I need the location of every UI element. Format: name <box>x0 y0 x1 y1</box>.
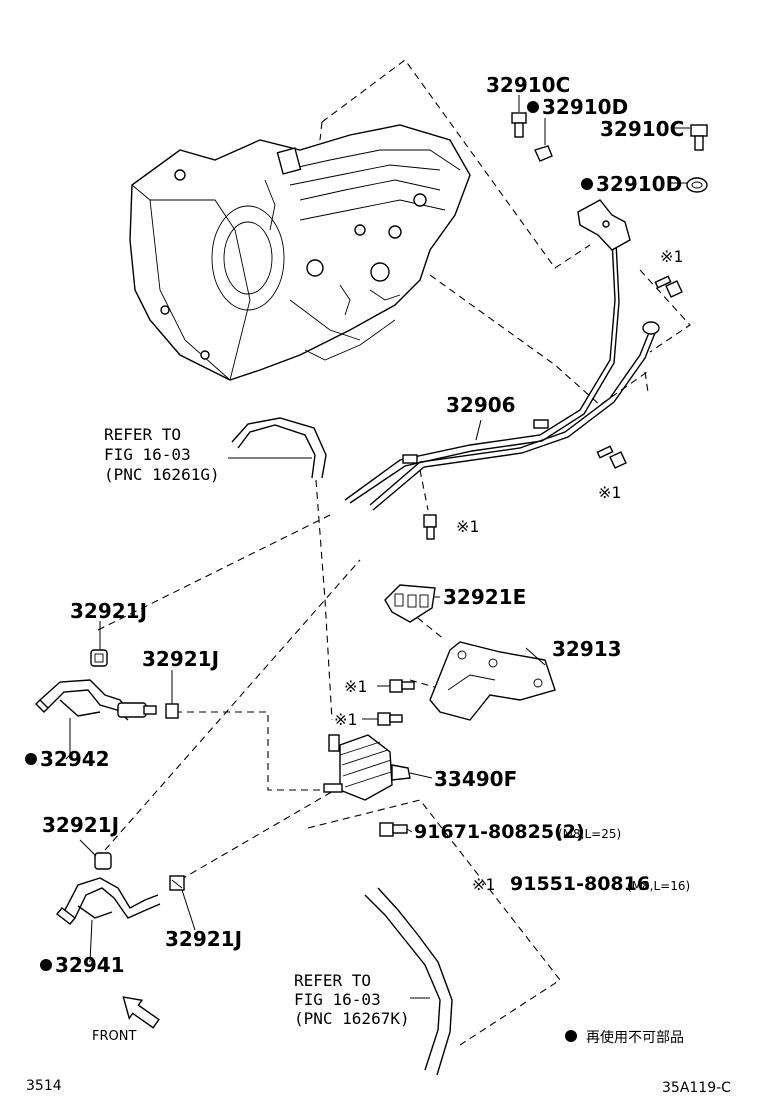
refer-top-line3: (PNC 16261G) <box>104 465 220 484</box>
bolt-note1-low <box>423 514 437 540</box>
label-32913: 32913 <box>552 637 622 661</box>
oil-cooler-pipe-32906 <box>344 199 660 511</box>
bolt-note1-bracket-lower <box>377 712 403 726</box>
clamp-32921j-c <box>94 852 112 870</box>
front-label: FRONT <box>92 1029 136 1044</box>
part-labels: 32910C 32910D 32910C 32910D ※1 ※1 ※1 329… <box>25 73 731 1096</box>
hose-refer-top <box>231 417 327 479</box>
note1-mark-bracket-upper: ※1 <box>344 677 367 696</box>
bracket-32913 <box>429 641 556 721</box>
clamp-32921j-b <box>165 703 179 719</box>
label-32942: 32942 <box>40 747 110 771</box>
reuse-dot-32941 <box>40 959 52 971</box>
bolt-note1-mid <box>596 445 627 469</box>
hose-refer-bottom <box>364 887 453 1076</box>
gasket-32910d-top <box>534 145 553 162</box>
footnote-dot <box>565 1030 577 1042</box>
bolt-91671-80825 <box>379 822 408 837</box>
transmission-illustration <box>129 124 471 381</box>
label-32921j-d: 32921J <box>165 927 242 951</box>
label-32941: 32941 <box>55 953 125 977</box>
note1-mark-bracket-lower: ※1 <box>334 710 357 729</box>
label-32921e: 32921E <box>443 585 526 609</box>
refer-bottom-line1: REFER TO <box>294 971 371 990</box>
bolt-note1-upper <box>654 275 683 298</box>
oil-cooler-33490f <box>323 734 411 801</box>
gasket-32910d-right <box>686 177 708 193</box>
label-32921j-b: 32921J <box>142 647 219 671</box>
note1-mark-low: ※1 <box>456 517 479 536</box>
label-91671-80825: 91671-80825(2) <box>414 821 585 843</box>
label-32906: 32906 <box>446 393 516 417</box>
bolt-note1-bracket-upper <box>389 679 415 693</box>
label-91551-80816: 91551-80816 <box>510 873 650 895</box>
bolt-32910c-top <box>511 112 527 138</box>
figure-code: 35A119-C <box>662 1080 731 1096</box>
refer-bottom-line2: FIG 16-03 <box>294 990 381 1009</box>
label-32910c-right: 32910C <box>600 117 684 141</box>
refer-top-line2: FIG 16-03 <box>104 445 191 464</box>
refer-top-line1: REFER TO <box>104 425 181 444</box>
reuse-dot-32910d-right <box>581 178 593 190</box>
refer-bottom-line3: (PNC 16267K) <box>294 1009 410 1028</box>
clamp-32921j-d <box>169 875 185 891</box>
note1-mark-mid: ※1 <box>598 483 621 502</box>
hose-32941 <box>55 877 161 925</box>
label-33490f: 33490F <box>434 767 517 791</box>
footnote-text: 再使用不可部品 <box>586 1029 684 1046</box>
label-32921j-c: 32921J <box>42 813 119 837</box>
note1-mark-upper: ※1 <box>660 247 683 266</box>
bolt-32910c-right <box>690 124 708 151</box>
note1-mark-footnote: ※1 <box>472 875 495 894</box>
front-arrow-icon <box>122 996 160 1029</box>
reuse-dot-32942 <box>25 753 37 765</box>
label-32921j-a: 32921J <box>70 599 147 623</box>
label-32910d-top: 32910D <box>542 95 628 119</box>
hose-32942 <box>35 679 157 721</box>
label-91551-spec: (M8,L=16) <box>627 879 690 893</box>
reuse-dot-32910d-top <box>527 101 539 113</box>
label-32910d-right: 32910D <box>596 172 682 196</box>
label-91671-spec: (M8,L=25) <box>558 827 621 841</box>
clamp-32921j-a <box>90 649 108 667</box>
clamp-32921e <box>384 584 436 623</box>
page-code: 3514 <box>26 1078 62 1094</box>
label-32910c-top: 32910C <box>486 73 570 97</box>
leader-lines <box>65 95 690 999</box>
